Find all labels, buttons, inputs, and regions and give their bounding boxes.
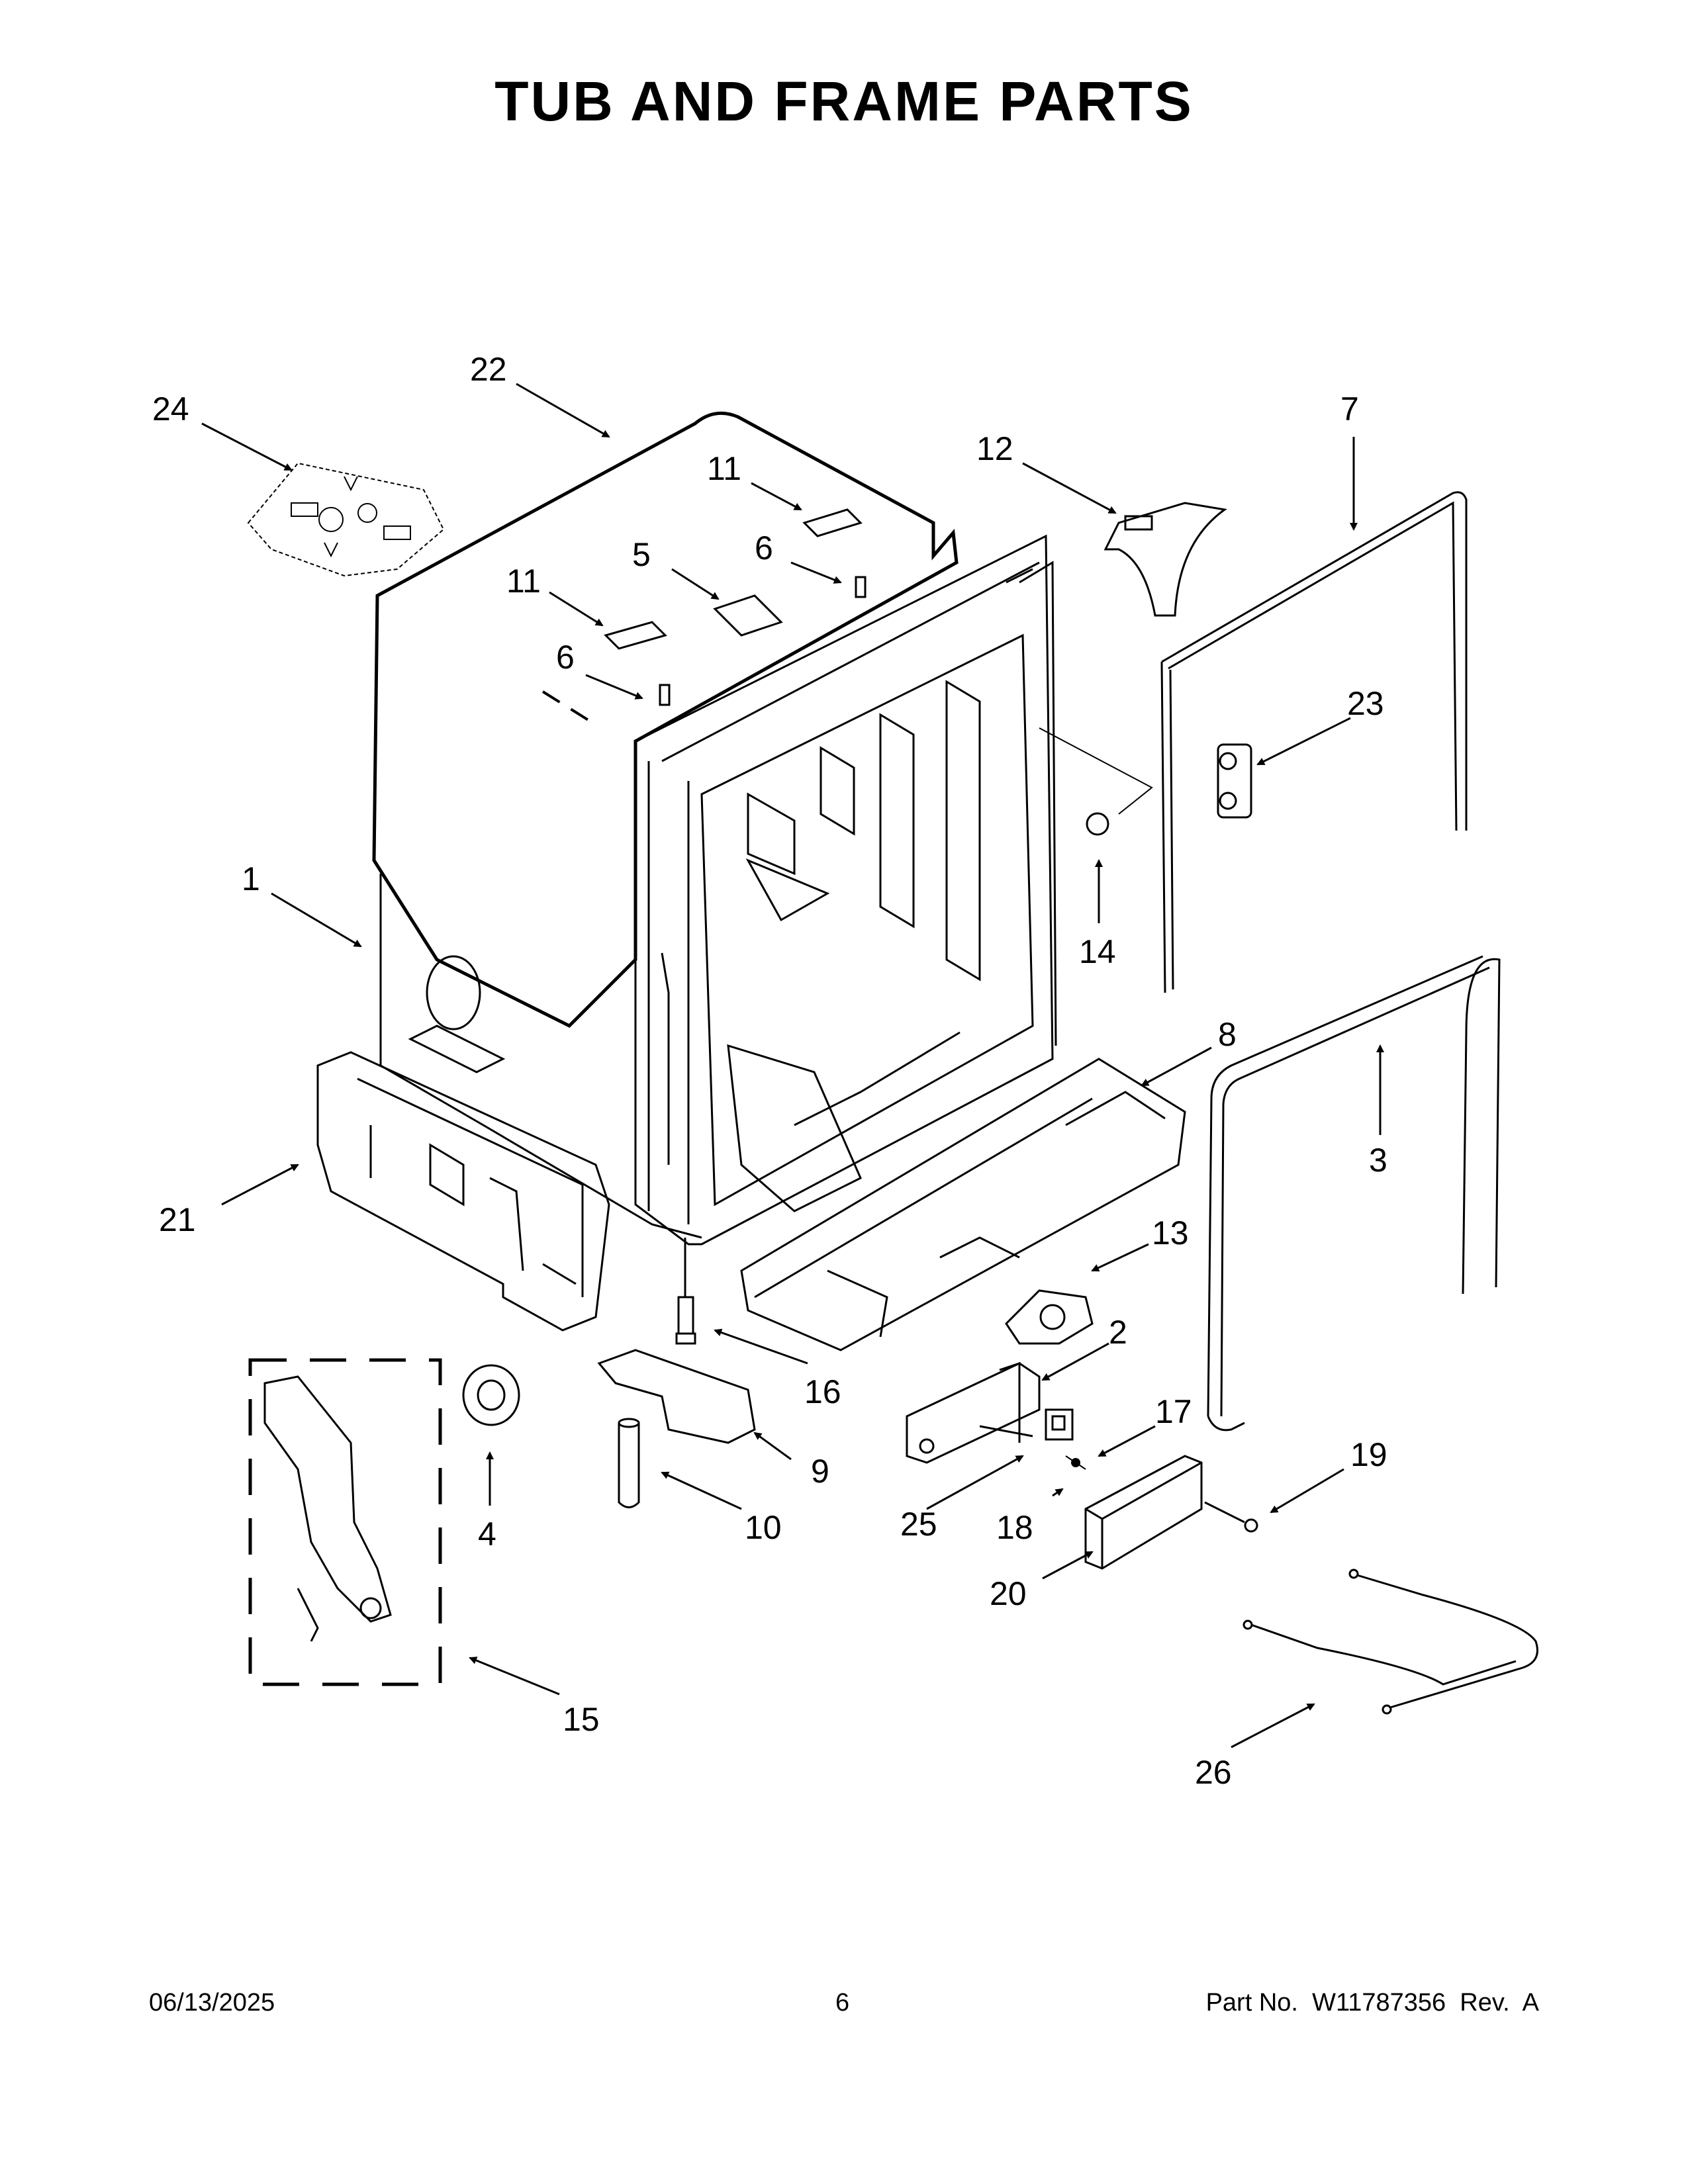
footer-part-number: Part No. W11787356 Rev. A: [1205, 1989, 1539, 2017]
callout-1: 1: [242, 860, 260, 897]
callout-10: 10: [745, 1509, 782, 1546]
callout-labels: 24 22 11 5 6 11 6 12 7 23 14 1 8 3 21 13…: [152, 351, 1387, 1791]
part-1-tub: [379, 534, 1057, 1246]
callout-25: 25: [900, 1506, 937, 1543]
part-17-clip: [1045, 1408, 1074, 1441]
callout-11-lower: 11: [506, 563, 541, 600]
part-9-leg-bracket: [597, 1349, 756, 1444]
part-6-screw-upper: [855, 576, 867, 598]
callout-24: 24: [152, 390, 189, 428]
page-title: TUB AND FRAME PARTS: [494, 70, 1194, 132]
callout-12: 12: [976, 430, 1013, 467]
part-11-bracket-upper: [802, 508, 863, 537]
part-26-wire-harness: [1243, 1569, 1538, 1715]
callout-19: 19: [1350, 1436, 1387, 1473]
part-22-insulation-blanket: [372, 411, 959, 1028]
callout-17: 17: [1155, 1393, 1192, 1430]
part-20-cover: [1084, 1455, 1203, 1570]
callout-6-upper: 6: [755, 529, 773, 567]
callout-8: 8: [1218, 1016, 1237, 1053]
part-25-harness: [979, 1425, 1033, 1437]
callout-4: 4: [478, 1516, 496, 1553]
callout-7: 7: [1340, 390, 1359, 428]
callout-9: 9: [811, 1453, 829, 1490]
part-16-leveling-leg: [675, 1238, 696, 1345]
part-14-plug: [1039, 727, 1153, 836]
callout-11-upper: 11: [707, 450, 741, 487]
callout-6-lower: 6: [556, 639, 575, 676]
callout-26: 26: [1195, 1754, 1232, 1791]
part-19-screw: [1204, 1501, 1258, 1533]
callout-15: 15: [563, 1701, 600, 1738]
part-2-housing: [906, 1361, 1041, 1464]
callout-2: 2: [1109, 1314, 1127, 1351]
part-21-base-front: [316, 1051, 610, 1332]
footer-page-number: 6: [835, 1989, 850, 2017]
callout-18: 18: [996, 1509, 1033, 1546]
part-18-screw: [1065, 1455, 1086, 1470]
part-3-seal: [1207, 955, 1501, 1432]
callout-23: 23: [1347, 685, 1384, 722]
callout-13: 13: [1152, 1214, 1189, 1251]
part-6-screw-lower: [659, 684, 671, 706]
part-13-bracket: [1005, 1289, 1094, 1345]
part-5-bracket: [713, 594, 783, 637]
footer-date: 06/13/2025: [149, 1989, 275, 2017]
leader-arrows: [201, 383, 1384, 1749]
callout-21: 21: [159, 1201, 196, 1238]
part-12-vent: [1103, 502, 1227, 617]
part-4-seal: [462, 1364, 520, 1426]
part-8-base: [740, 1058, 1186, 1351]
part-24-hardware-bag: [247, 462, 445, 577]
part-15-sump-assembly: [248, 1358, 442, 1686]
callout-22: 22: [470, 351, 507, 388]
callout-3: 3: [1369, 1142, 1387, 1179]
part-23-hinge: [1217, 743, 1252, 819]
part-10-tube: [618, 1418, 640, 1508]
part-7-gasket: [1160, 491, 1468, 993]
part-11-bracket-lower: [604, 621, 667, 650]
callout-14: 14: [1079, 933, 1116, 970]
callout-5: 5: [632, 536, 651, 573]
callout-20: 20: [990, 1575, 1027, 1612]
callout-16: 16: [804, 1373, 841, 1410]
